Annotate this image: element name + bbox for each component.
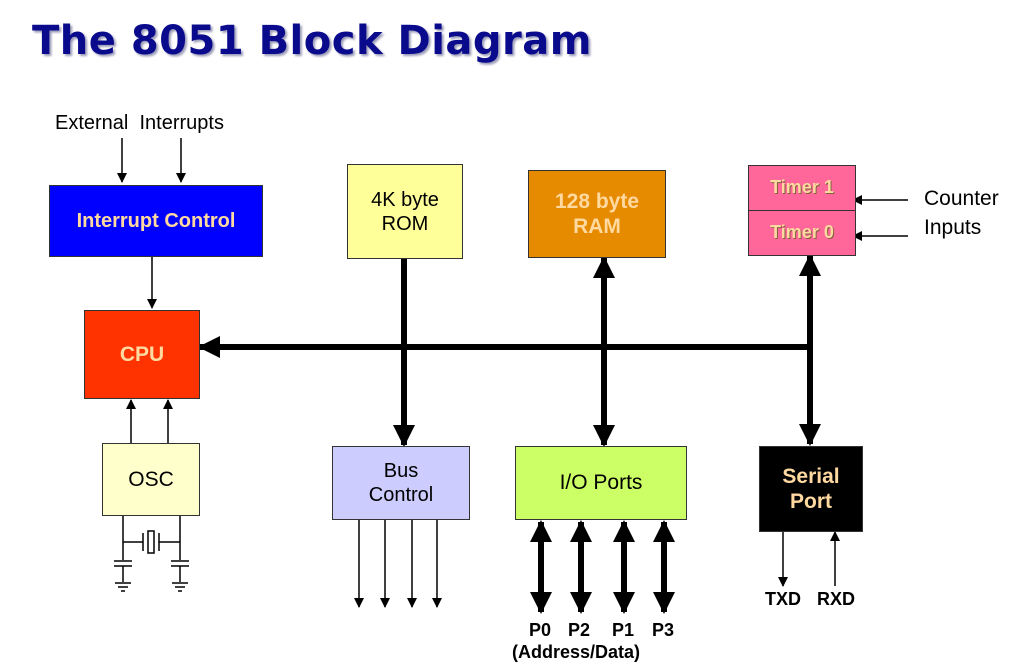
rom-block: 4K byte ROM xyxy=(347,164,463,259)
port-label-p2: P2 xyxy=(568,620,591,640)
cpu-label: CPU xyxy=(119,342,165,366)
port-label-p0: P0 xyxy=(529,620,552,640)
rxd-label: RXD xyxy=(817,589,856,609)
io-ports-label: I/O Ports xyxy=(559,471,643,495)
port-label-p3: P3 xyxy=(652,620,675,640)
inputs-label: Inputs xyxy=(924,216,982,239)
timer0-label: Timer 0 xyxy=(770,222,834,243)
address-data-label: (Address/Data) xyxy=(512,642,641,662)
bus-control-block: Bus Control xyxy=(332,446,470,520)
osc-label: OSC xyxy=(128,467,174,491)
timer1-label: Timer 1 xyxy=(770,177,834,198)
rom-label-line2: ROM xyxy=(381,212,429,235)
page-title: The 8051 Block Diagram xyxy=(32,18,592,64)
ram-block: 128 byte RAM xyxy=(528,170,666,258)
timer0-block: Timer 0 xyxy=(748,210,856,256)
serial-port-label-line1: Serial xyxy=(782,464,840,488)
timer1-block: Timer 1 xyxy=(748,165,856,211)
crystal-circuit xyxy=(114,515,189,592)
counter-label: Counter xyxy=(924,187,999,210)
cpu-block: CPU xyxy=(84,310,200,399)
osc-block: OSC xyxy=(102,443,200,516)
interrupt-control-label: Interrupt Control xyxy=(76,210,236,232)
interrupt-control-block: Interrupt Control xyxy=(49,185,263,257)
txd-label: TXD xyxy=(765,589,801,609)
external-interrupts-label: External Interrupts xyxy=(55,112,224,134)
bus-control-label-line2: Control xyxy=(368,484,434,506)
io-ports-block: I/O Ports xyxy=(515,446,687,520)
serial-port-label-line2: Port xyxy=(790,490,832,513)
port-label-p1: P1 xyxy=(612,620,635,640)
bus-control-label-line1: Bus xyxy=(383,460,419,482)
rom-label-line1: 4K byte xyxy=(371,188,439,211)
serial-port-block: Serial Port xyxy=(759,446,863,532)
ram-label-line2: RAM xyxy=(573,215,621,238)
ram-label-line1: 128 byte xyxy=(554,189,640,213)
